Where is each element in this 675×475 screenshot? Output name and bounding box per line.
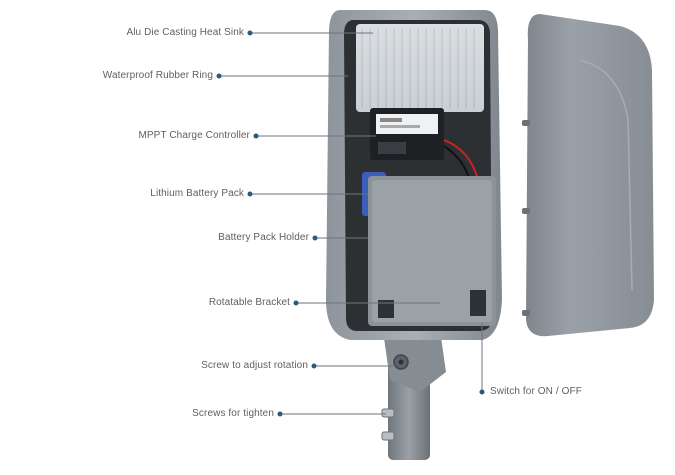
leader-lines	[216, 30, 485, 417]
lamp-cover	[522, 14, 654, 337]
callout-battery-pack: Lithium Battery Pack	[150, 188, 244, 199]
callout-rotatable-bracket: Rotatable Bracket	[208, 297, 290, 308]
callout-battery-holder: Battery Pack Holder	[218, 232, 309, 243]
callout-rotation-screw: Screw to adjust rotation	[201, 360, 308, 371]
heat-sink-fins	[356, 24, 484, 112]
callout-tighten-screws: Screws for tighten	[192, 408, 274, 419]
callout-heat-sink: Alu Die Casting Heat Sink	[126, 27, 244, 38]
battery-holder-unit	[362, 172, 496, 326]
charge-controller-unit	[370, 108, 479, 183]
callout-charge-controller: MPPT Charge Controller	[138, 130, 250, 141]
callout-power-switch: Switch for ON / OFF	[490, 386, 582, 397]
callout-rubber-ring: Waterproof Rubber Ring	[102, 70, 213, 81]
pole-assembly	[381, 330, 446, 460]
